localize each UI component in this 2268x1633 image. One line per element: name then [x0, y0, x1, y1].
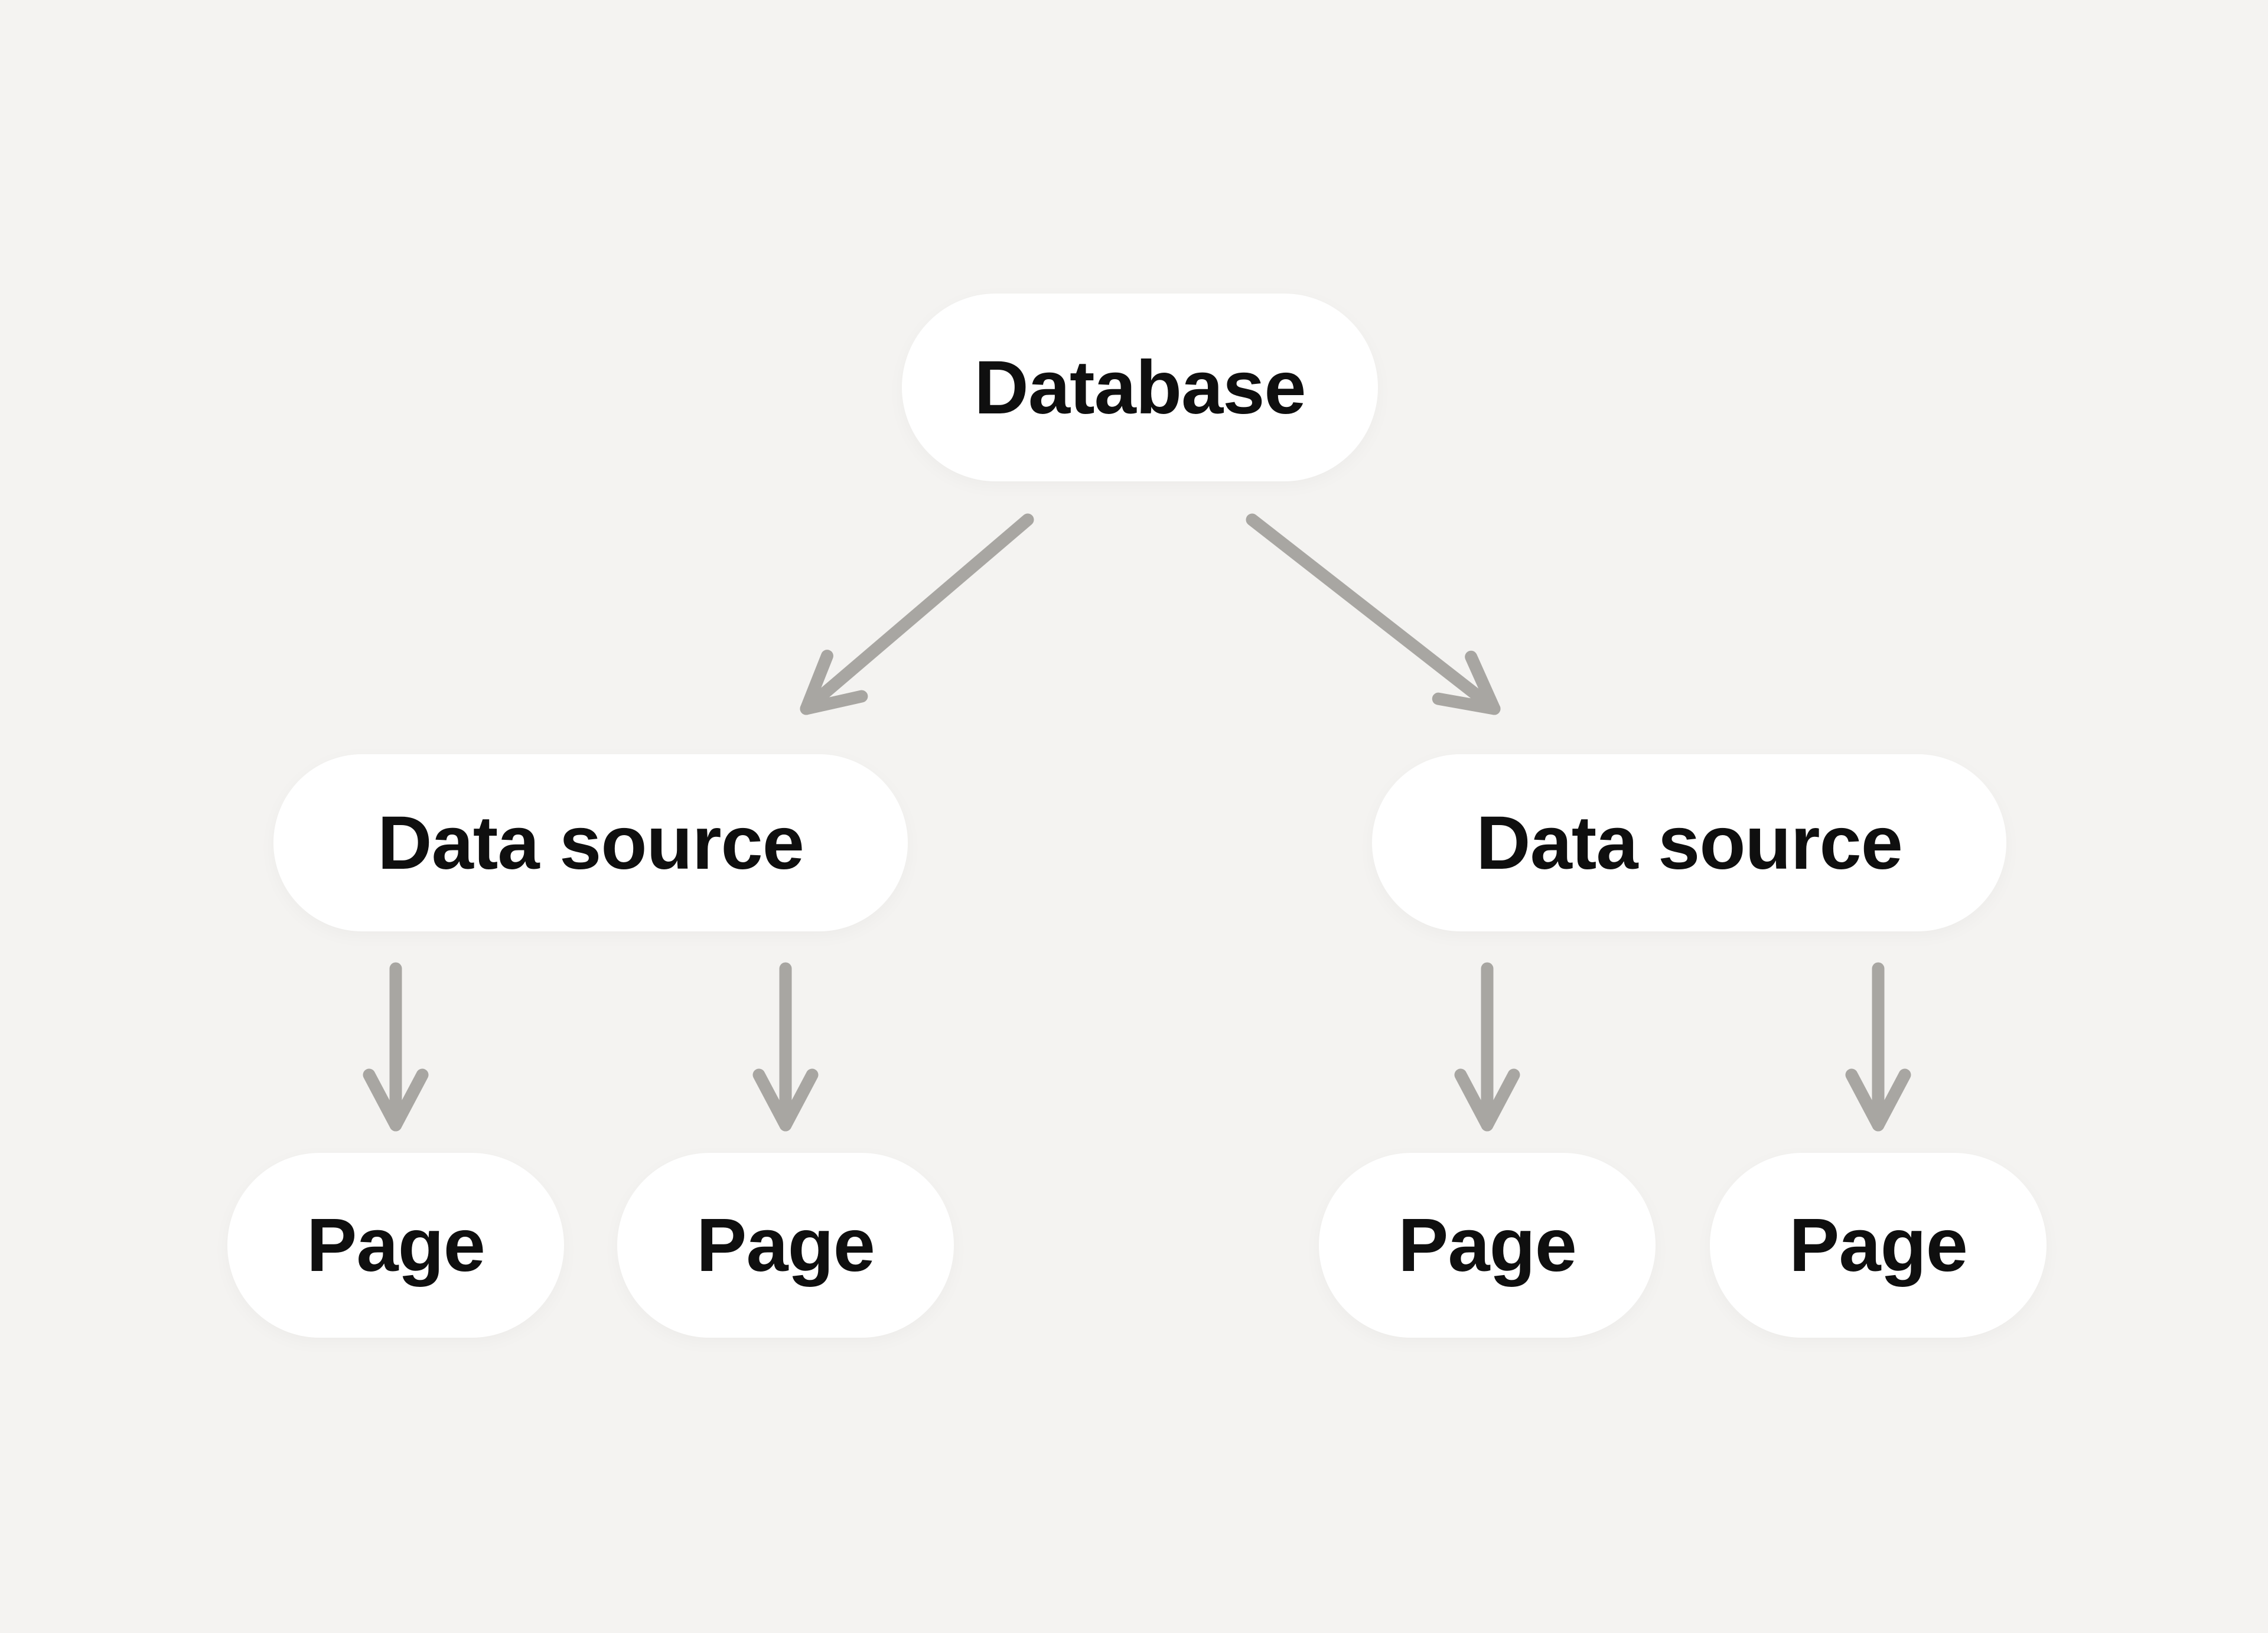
node-page-1-label: Page: [307, 1203, 485, 1288]
node-page-3-label: Page: [1398, 1203, 1577, 1288]
node-page-1: Page: [227, 1153, 564, 1338]
node-database: Database: [902, 294, 1378, 481]
node-page-4-label: Page: [1789, 1203, 1968, 1288]
node-page-2: Page: [617, 1153, 954, 1338]
node-page-3: Page: [1319, 1153, 1656, 1338]
node-page-2-label: Page: [696, 1203, 875, 1288]
arrow-database-to-data-source-left: [800, 513, 1034, 715]
node-page-4: Page: [1710, 1153, 2047, 1338]
node-data-source-right-label: Data source: [1476, 800, 1903, 885]
node-data-source-left: Data source: [273, 754, 908, 931]
node-data-source-right: Data source: [1372, 754, 2006, 931]
arrow-database-to-data-source-right: [1246, 513, 1501, 715]
node-database-label: Database: [974, 345, 1306, 430]
node-data-source-left-label: Data source: [377, 800, 804, 885]
